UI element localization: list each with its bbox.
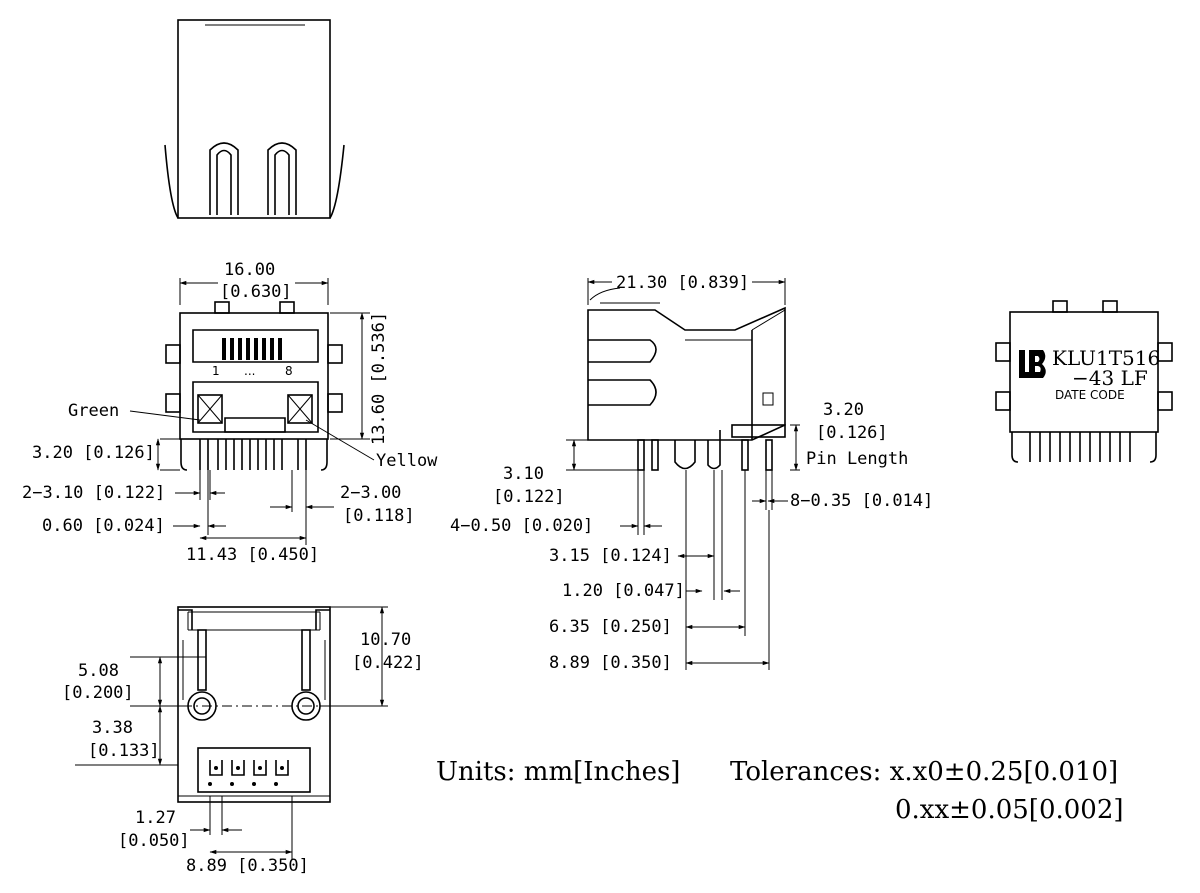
logo-mark xyxy=(1019,350,1046,378)
yellow-led xyxy=(287,394,313,424)
front-height: 13.60 [0.536] xyxy=(369,312,389,445)
front-width-in: [0.630] xyxy=(220,282,292,302)
marking-pins xyxy=(1011,432,1157,463)
dim-10-70a: 10.70 xyxy=(360,630,411,650)
pin1-label: 1 xyxy=(212,364,220,378)
dim-3-10b-side: [0.122] xyxy=(493,487,565,507)
marking-line3: DATE CODE xyxy=(1055,388,1125,402)
pin-dots: ... xyxy=(244,364,255,378)
green-label: Green xyxy=(68,401,119,421)
front-width-mm: 16.00 xyxy=(224,260,275,280)
dim-21-30: 21.30 [0.839] xyxy=(616,273,749,293)
marking-line1: KLU1T516 xyxy=(1052,346,1160,370)
dim-1-27b: [0.050] xyxy=(118,831,190,851)
dim-3-20a-side: 3.20 xyxy=(823,400,864,420)
contact-fingers xyxy=(222,338,282,360)
dim-3-20b-side: [0.126] xyxy=(816,423,888,443)
dim-8-0-35: 8−0.35 [0.014] xyxy=(790,491,933,511)
dim-3-20-front: 3.20 [0.126] xyxy=(32,443,155,463)
dim-5-08b: [0.200] xyxy=(62,683,134,703)
dim-4-0-50: 4−0.50 [0.020] xyxy=(450,516,593,536)
dim-11-43: 11.43 [0.450] xyxy=(186,545,319,565)
green-led xyxy=(197,394,223,424)
dim-1-20: 1.20 [0.047] xyxy=(562,581,685,601)
top-view xyxy=(164,19,345,219)
dim-3-15: 3.15 [0.124] xyxy=(549,546,672,566)
dim-6-35: 6.35 [0.250] xyxy=(549,617,672,637)
tolerance-line2: 0.xx±0.05[0.002] xyxy=(895,795,1124,825)
dim-3-38b: [0.133] xyxy=(88,741,160,761)
pin8-label: 8 xyxy=(285,364,293,378)
bottom-view xyxy=(162,606,345,803)
dim-0-60: 0.60 [0.024] xyxy=(42,516,165,536)
side-pins xyxy=(637,430,773,471)
dim-2-3-00a: 2−3.00 xyxy=(340,483,401,503)
dim-10-70b: [0.422] xyxy=(352,653,424,673)
dim-3-38a: 3.38 xyxy=(92,718,133,738)
dim-1-27a: 1.27 xyxy=(135,808,176,828)
side-view xyxy=(587,287,786,471)
marking-view xyxy=(995,300,1173,463)
front-pins xyxy=(180,439,328,471)
dim-3-10a-side: 3.10 xyxy=(503,464,544,484)
yellow-label: Yellow xyxy=(376,451,438,471)
dim-2-3-00b: [0.118] xyxy=(343,506,415,526)
bottom-pin-slots xyxy=(208,760,289,786)
tolerance-line1: Tolerances: x.x0±0.25[0.010] xyxy=(730,757,1118,787)
units-note: Units: mm[Inches] xyxy=(436,757,680,787)
front-view xyxy=(165,301,343,471)
dim-5-08a: 5.08 xyxy=(78,661,119,681)
dim-2-3-10: 2−3.10 [0.122] xyxy=(22,483,165,503)
dim-8-89-bottom: 8.89 [0.350] xyxy=(186,856,309,876)
dim-8-89-side: 8.89 [0.350] xyxy=(549,653,672,673)
pin-length-label: Pin Length xyxy=(806,449,908,469)
marking-line2: −43 LF xyxy=(1072,366,1148,390)
